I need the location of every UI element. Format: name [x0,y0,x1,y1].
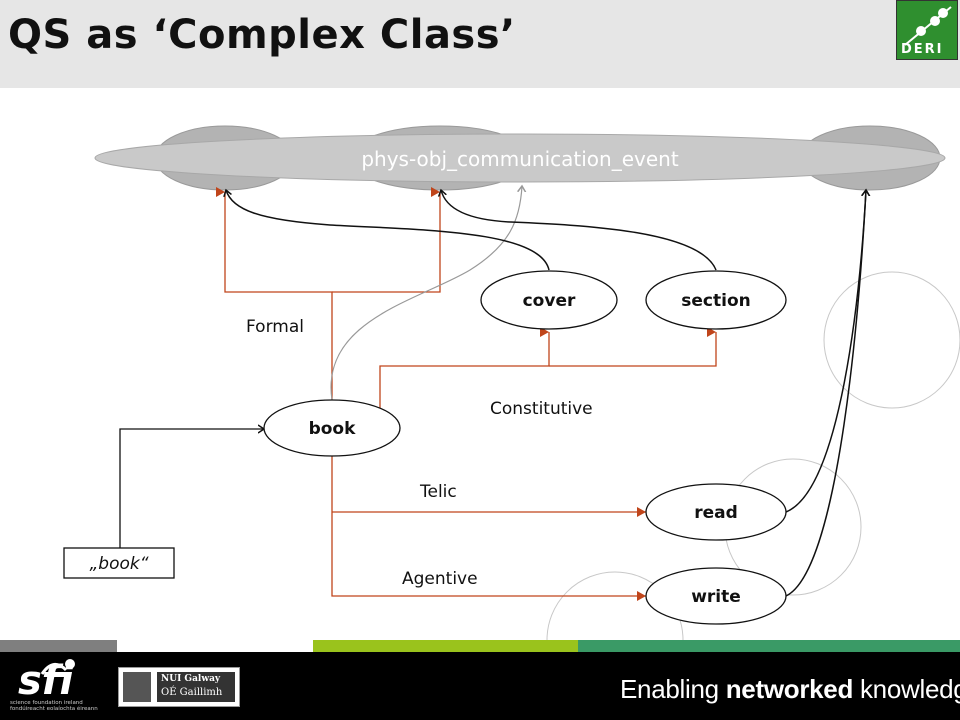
nui-galway-logo: NUI Galway OÉ Gaillimh [118,667,240,707]
book-type-curve [330,186,522,401]
constitutive-label: Constitutive [490,399,593,419]
footer-strip-lime [313,640,578,652]
subtype-curves [226,190,866,597]
telic-agentive-links [331,456,646,601]
title-bar: QS as ‘Complex Class’ DERI [0,0,960,88]
tagline-pre: Enabling [620,674,726,704]
slide-title: QS as ‘Complex Class’ [8,12,516,58]
nui-line-1: NUI Galway [161,674,221,684]
formal-label: Formal [246,317,304,337]
node-cover: cover [480,270,618,330]
nui-line-2: OÉ Gaillimh [161,687,223,698]
word-to-book-link [119,429,264,548]
node-write: write [645,567,787,625]
word-box-label: „book“ [89,554,148,574]
deri-logo-text: DERI [901,42,944,57]
footer-strip-gray [0,640,117,652]
word-box: „book“ [63,547,175,579]
footer-strip-green [578,640,960,652]
top-concept-ellipses [94,125,946,191]
top-concept-label: phys-obj_communication_event [361,147,678,171]
nui-name-bar [157,672,235,702]
sfi-caption-line-1: science foundation ireland [10,700,83,706]
footer-strip-white [117,640,313,652]
telic-label: Telic [419,482,457,502]
node-write-label: write [691,587,741,607]
tagline-bold: networked [725,674,854,704]
deri-logo-icon [904,6,952,46]
sfi-caption-line-2: fondúireacht eolaíochta éireann [10,706,98,713]
tagline-post: knowledge. [859,674,960,704]
node-book-label: book [309,419,357,439]
deri-logo: DERI [896,0,958,60]
footer-tagline: Enabling networked knowledge. [620,674,960,705]
agentive-label: Agentive [402,569,478,589]
sfi-logo-text: sfi [18,658,74,704]
node-read-label: read [694,503,738,523]
formal-links [216,187,441,400]
sfi-caption: science foundation ireland fondúireacht … [10,700,98,712]
node-book: book [263,399,401,457]
node-cover-label: cover [523,291,576,311]
qualia-diagram: phys-obj_communication_event book cover … [63,125,960,640]
constitutive-links [379,327,717,410]
node-read: read [645,483,787,541]
node-section-label: section [681,291,750,311]
node-section: section [645,270,787,330]
nui-crest-icon [123,672,151,702]
sfi-swoosh-icon [40,659,75,675]
